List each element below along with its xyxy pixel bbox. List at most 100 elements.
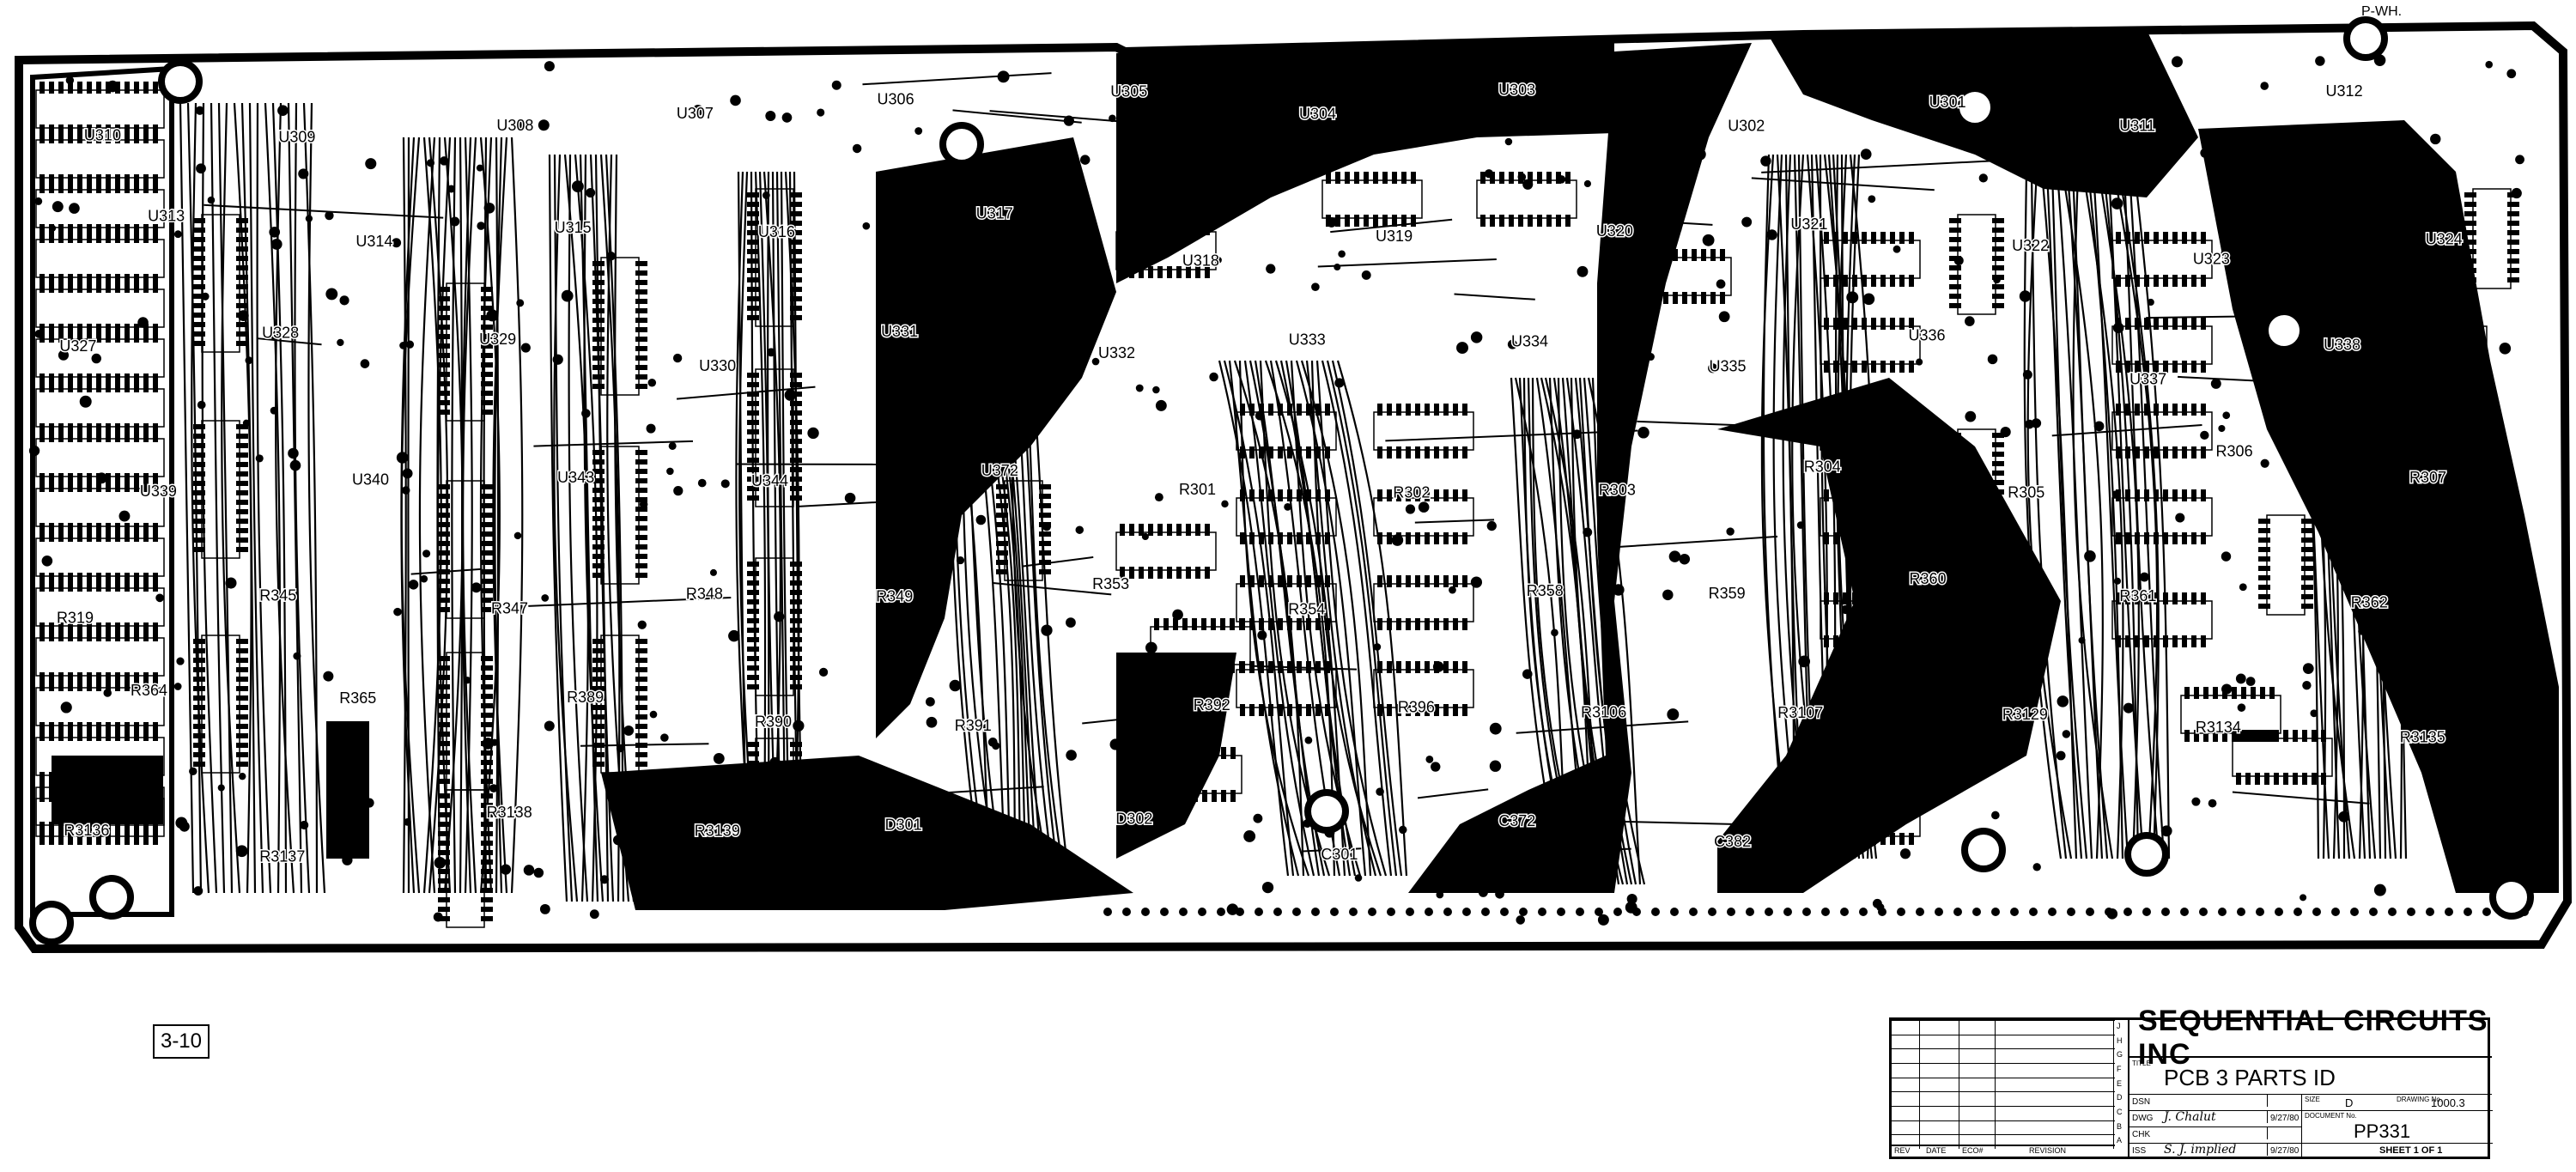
component-label: D302 [1115, 810, 1152, 827]
ic-pin [2312, 730, 2317, 742]
ic-pin [1852, 721, 1857, 733]
via [2462, 400, 2471, 409]
mounting-hole [158, 59, 203, 104]
ic-pin [1205, 266, 1210, 278]
trace [614, 154, 635, 902]
ic-pin [39, 82, 45, 94]
ic-pin [2301, 310, 2313, 315]
ic-pin [68, 480, 73, 492]
edge-pad [1670, 908, 1679, 916]
ic-pin [143, 530, 149, 542]
ic-pin [87, 480, 92, 492]
component-label: R304 [1804, 458, 1841, 475]
ic-pin [1909, 790, 1914, 802]
ic-pin [1039, 315, 1051, 320]
ic-pin [2260, 687, 2265, 699]
ic-pin [592, 563, 605, 568]
ic-pin [1406, 446, 1411, 458]
ic-pin [1039, 362, 1051, 367]
ic-pin [2464, 202, 2476, 207]
ic-pin [481, 703, 493, 708]
via [1818, 434, 1826, 443]
ic-pin [115, 380, 120, 392]
ic-pin [1880, 361, 1886, 373]
ic-pin [481, 334, 493, 339]
ic-pin [134, 181, 139, 193]
ic-body [1631, 257, 1732, 296]
ic-body [35, 438, 165, 477]
via [790, 820, 801, 831]
via [1284, 502, 1292, 511]
component-label: R349 [876, 587, 913, 604]
ic-pin [193, 228, 205, 233]
trace [1259, 360, 1331, 877]
ic-pin [2201, 489, 2206, 501]
trace [1030, 360, 1068, 859]
component-label: U336 [1909, 327, 1946, 344]
via [1679, 553, 1691, 565]
ic-pin [115, 833, 120, 845]
ic-body [1141, 755, 1242, 794]
ic-pin [1843, 635, 1848, 647]
via [1522, 669, 1533, 679]
via [1862, 293, 1875, 306]
ic-body [2472, 514, 2512, 616]
ic-pin [96, 423, 101, 435]
ic-pin [2428, 464, 2433, 476]
ic-pin [592, 327, 605, 332]
edge-pad [1103, 908, 1112, 916]
ic-pin [1382, 215, 1388, 227]
ic-pin [1201, 618, 1206, 630]
ic-pin [2438, 687, 2443, 699]
via [781, 112, 793, 123]
via [2235, 673, 2246, 684]
ic-pin [1354, 215, 1359, 227]
ic-pin [747, 751, 759, 756]
ic-pin [143, 480, 149, 492]
component-label: R391 [955, 717, 992, 734]
ic-pin [2191, 635, 2196, 647]
ic-pin [438, 675, 450, 680]
ic-pin [236, 677, 248, 682]
ic-pin [1406, 661, 1411, 673]
ic-pin [153, 274, 158, 286]
via [774, 611, 785, 622]
ic-pin [481, 769, 493, 774]
ic-pin [481, 607, 493, 612]
ic-pin [106, 174, 111, 186]
ic-pin [2507, 258, 2519, 264]
ic-pin [96, 772, 101, 784]
ic-pin [1195, 524, 1200, 536]
ic-pin [1373, 215, 1378, 227]
ic-pin [1909, 318, 1914, 330]
edge-pad [2218, 908, 2227, 916]
via [2014, 76, 2024, 87]
trace [1583, 377, 1637, 885]
ic-pin [747, 268, 759, 273]
ic-pin [1249, 404, 1255, 416]
ic-pin [2236, 773, 2241, 785]
ic-pin [747, 618, 759, 623]
ic-pin [481, 494, 493, 499]
ic-pin [1833, 532, 1838, 544]
via [1818, 811, 1827, 821]
component-label: U313 [148, 207, 185, 224]
trace [2092, 171, 2129, 859]
trace [2050, 171, 2088, 859]
ic-pin [2302, 773, 2307, 785]
ic-pin [1139, 266, 1144, 278]
ic-pin [2154, 361, 2159, 373]
trace [1527, 818, 1755, 826]
ic-pin [1862, 790, 1867, 802]
ic-pin [2283, 773, 2288, 785]
ic-pin [193, 284, 205, 289]
ic-pin [153, 622, 158, 635]
ic-pin [106, 679, 111, 691]
edge-pad [1519, 908, 1528, 916]
ic-pin [790, 742, 802, 747]
ic-pin [1401, 215, 1406, 227]
component-label: U338 [2324, 337, 2360, 354]
ic-pin [106, 181, 111, 193]
ic-pin [2419, 421, 2424, 433]
via [79, 395, 92, 408]
